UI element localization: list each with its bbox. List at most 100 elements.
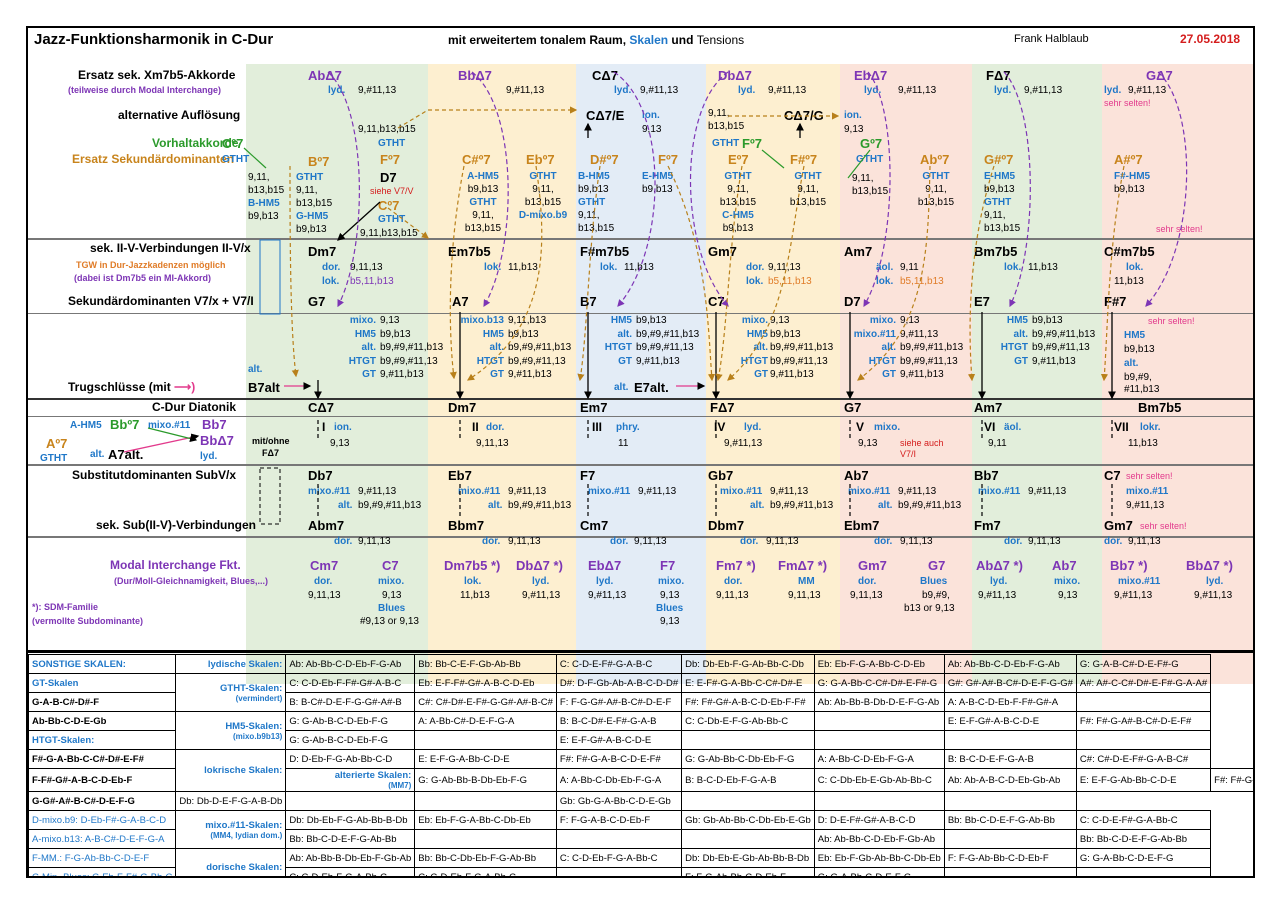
subii-chord: Bbm7 <box>448 518 485 533</box>
tensions: 9,11,13 <box>766 536 799 547</box>
tensions: 9,11, <box>708 108 730 119</box>
scale-category-label: dorische Skalen: <box>175 848 287 876</box>
tensions: b9,#9,#11,13 <box>900 355 958 367</box>
tensions: b13,b15 <box>464 223 502 234</box>
tensions: 9,13 <box>858 438 878 449</box>
tensions: 9,#11,b13 <box>770 369 814 380</box>
scale-label: alt. <box>361 342 376 353</box>
scale-cell: Bb: Bb-C-Db-Eb-F-G-Ab-Bb <box>414 848 557 868</box>
dominant-chord: F#7 <box>1104 294 1127 309</box>
note: V7/I <box>900 449 917 459</box>
scale-label: lok. <box>322 276 340 287</box>
alt-label: alt. <box>90 449 105 460</box>
scale-label: GTHT <box>578 197 606 208</box>
tensions: b13,b15 <box>789 197 827 208</box>
scale-category-label: mixo.#11-Skalen:(MM4, lydian dom.) <box>175 810 287 849</box>
tensions: 9,11,b13,b15 <box>360 228 418 239</box>
col-bg-3 <box>576 64 706 684</box>
left-scale-cell: F#-G-A-Bb-C-C#-D#-E-F# <box>28 749 177 769</box>
tensions: 9,13 <box>642 124 662 135</box>
col-bg-7 <box>1102 64 1253 684</box>
diatonic-chord: Em7 <box>580 400 608 415</box>
alt-resolution: CΔ7/E <box>586 108 625 123</box>
tensions: b9,b13 <box>296 224 327 235</box>
scale-cell <box>414 791 557 811</box>
tensions: 9,#11,13 <box>508 486 547 497</box>
vorhalt-chord: Eº7 <box>728 152 749 167</box>
chord-e7alt: E7alt. <box>634 380 669 395</box>
scale-cell: A#: A#-C-C#-D#-E-F#-G-A-A# <box>1075 673 1212 693</box>
subv-chord: Bb7 <box>974 468 999 483</box>
vorhalt-chord: D#º7 <box>590 152 619 167</box>
scale-label: A-HM5 <box>467 171 499 182</box>
scale-cell: C: C-Db-Eb-E-Gb-Ab-Bb-C <box>813 768 945 792</box>
arrow-right-icon: ⟶) <box>174 380 196 394</box>
scale-label: dor. <box>874 536 893 547</box>
scale-cell <box>681 791 815 811</box>
tensions: 9,11,13 <box>716 590 749 601</box>
left-scale-cell: A-mixo.b13: A-B-C#-D-E-F-G-A <box>28 829 177 849</box>
scale-category-name: dorische Skalen: <box>206 862 283 873</box>
scale-cell: Eb: Eb-F-G-A-Bb-C-Db-Eb <box>414 810 557 830</box>
sheet: Jazz-Funktionsharmonik in C-Dur mit erwe… <box>26 26 1255 878</box>
tensions: b9,b13 <box>1032 315 1063 326</box>
scale-label: lyd. <box>738 85 756 96</box>
scale-label: B-HM5 <box>578 171 610 182</box>
subtitle-d: Tensions <box>696 33 745 47</box>
scale-label: alt. <box>338 500 353 511</box>
scale-label: mixo. <box>869 315 896 326</box>
scale-cell: G: G-Ab-Bb-C-Db-Eb-F-G <box>681 749 815 769</box>
subii-chord: Cm7 <box>580 518 609 533</box>
scale-label: HTGT <box>476 355 504 367</box>
tensions: b9,#9,#11,b13 <box>508 500 572 511</box>
subtitle: mit erweitertem tonalem Raum, Skalen und… <box>448 33 744 47</box>
subtitle-c: und <box>668 33 697 47</box>
scale-cell: G: G-A-Bb-C-D-E-F-G <box>813 867 945 876</box>
scale-cell: C#: C#-D#-E-F#-G-G#-A#-B-C# <box>414 692 557 712</box>
scale-label: dor. <box>1104 536 1123 547</box>
scale-cell: Db: Db-Eb-E-Gb-Ab-Bb-B-Db <box>681 848 815 868</box>
scale-label: HTGT <box>868 355 896 367</box>
tensions: 9,#11,13 <box>1128 85 1167 96</box>
scale-label: lok. <box>600 262 618 273</box>
left-scale-cell: GT-Skalen <box>28 673 177 693</box>
roman-numeral: VI <box>984 420 996 434</box>
scale-cell: Bb: Bb-C-D-E-F-G-Ab-Bb <box>285 829 416 849</box>
scale-cell: F#: F#-G-A#-B-C#-D-E-F# <box>1075 711 1212 731</box>
scale-label: mixo.#11 <box>588 486 631 497</box>
scale-label: dor. <box>724 576 743 587</box>
scale-label: G-HM5 <box>296 211 329 222</box>
subii-chord: Dbm7 <box>708 518 745 533</box>
mi-chord: Dm7b5 *) <box>444 558 501 573</box>
mi-chord: Ab7 <box>1052 558 1077 573</box>
tensions: b9,#9, <box>922 590 950 601</box>
scale-label: mixo.#11 <box>853 328 896 340</box>
tensions: b9,b13 <box>984 184 1015 195</box>
tensions: b9,#9,#11,b13 <box>508 342 572 353</box>
mi-chord: EbΔ7 <box>588 558 622 573</box>
mi-chord: Cm7 <box>310 558 339 573</box>
scale-cell <box>285 791 416 811</box>
scale-cell: C#: C#-D-E-F#-G-A-B-C# <box>1075 749 1212 769</box>
left-scale-cell: HTGT-Skalen: <box>28 730 177 750</box>
tensions: b9,b13 <box>722 223 754 234</box>
scale-category-note: (MM4, lydian dom.) <box>210 830 283 840</box>
scale-label: GTHT <box>922 171 950 182</box>
divider <box>28 313 1253 314</box>
scale-label: GT <box>362 369 376 380</box>
arrows-overlay <box>123 71 1188 525</box>
scale-label: GT <box>618 355 632 367</box>
diatonic-chord: FΔ7 <box>710 400 735 415</box>
tensions: 9,#11,13 <box>1194 590 1233 601</box>
mitohne-label: mit/ohne <box>252 436 290 446</box>
scale-cell: F: F-G-Ab-Bb-C-D-Eb-F <box>943 848 1077 868</box>
row-label-vorhalt: Vorhaltakkorde <box>152 136 239 150</box>
scale-label: alt. <box>1124 358 1139 369</box>
scale-label: lok. <box>464 576 482 587</box>
vorhalt-chord: Fº7 <box>658 152 678 167</box>
